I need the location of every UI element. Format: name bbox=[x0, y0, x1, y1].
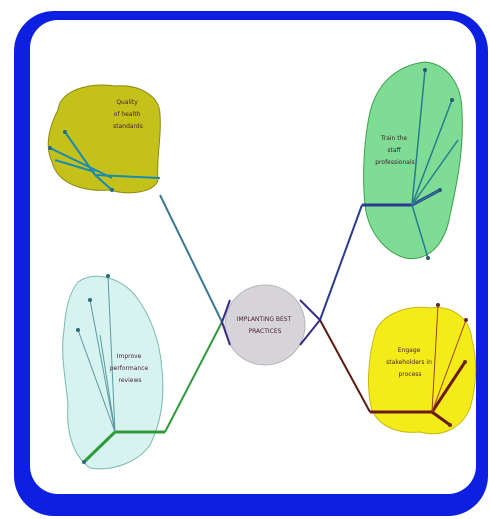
branch-bottom-right-label-3: process bbox=[398, 371, 421, 378]
branch-bottom-right-subtopics bbox=[370, 361, 467, 427]
branch-bottom-left-subtopics bbox=[82, 430, 165, 464]
central-topic-chevrons bbox=[220, 299, 322, 346]
branch-top-right-nodes bbox=[423, 68, 454, 260]
svg-text:Train the staff pr: Train the staff professionals bbox=[375, 135, 414, 166]
connector-bottom-right bbox=[319, 319, 371, 413]
branch-bottom-right-shape bbox=[368, 306, 477, 435]
branch-top-right-label-3: professionals bbox=[375, 159, 414, 166]
connector-top-right bbox=[319, 204, 363, 321]
svg-text:Improve performance: Improve performance reviews bbox=[110, 353, 150, 384]
central-topic-circle bbox=[224, 284, 306, 366]
branch-top-left-label-2: of health bbox=[114, 111, 141, 118]
branch-top-right[interactable]: Train the staff professionals bbox=[362, 61, 463, 260]
central-topic-line-1: IMPLANTING BEST bbox=[237, 316, 292, 323]
connector-bottom-left bbox=[164, 321, 223, 433]
branch-top-left-label-1: Quality bbox=[116, 99, 138, 106]
branch-top-right-label-2: staff bbox=[387, 147, 401, 154]
svg-text:Engage stakeholders in: Engage stakeholders in process bbox=[386, 347, 434, 378]
branch-bottom-right-spokes bbox=[431, 304, 467, 413]
branch-top-right-label-1: Train the bbox=[380, 135, 407, 142]
branch-top-left-nodes bbox=[48, 130, 114, 192]
central-topic-line-2: PRACTICES bbox=[249, 328, 282, 335]
branch-bottom-left-label-2: performance bbox=[110, 365, 149, 372]
branch-top-right-spokes bbox=[411, 69, 459, 259]
svg-text:Quality of health: Quality of health standards bbox=[113, 99, 143, 130]
branch-bottom-left-label-1: Improve bbox=[117, 353, 142, 360]
branch-top-left[interactable]: Quality of health standards bbox=[47, 84, 161, 194]
branch-bottom-left-spokes bbox=[77, 275, 116, 433]
branch-top-left-subtopics bbox=[49, 131, 161, 191]
branch-bottom-left-label-3: reviews bbox=[119, 377, 142, 384]
branch-bottom-left-nodes bbox=[76, 274, 110, 464]
branch-bottom-right[interactable]: Engage stakeholders in process bbox=[368, 303, 477, 435]
branch-bottom-right-label-1: Engage bbox=[398, 347, 421, 354]
branch-bottom-left[interactable]: Improve performance reviews bbox=[62, 274, 165, 470]
branch-bottom-right-label-2: stakeholders in bbox=[386, 359, 432, 366]
connector-top-left bbox=[159, 194, 223, 323]
svg-text:IMPLANTING BEST PRACTICE: IMPLANTING BEST PRACTICES bbox=[237, 316, 293, 335]
central-topic[interactable]: IMPLANTING BEST PRACTICES bbox=[220, 284, 322, 366]
branch-top-left-label-3: standards bbox=[113, 123, 143, 130]
branch-bottom-right-nodes bbox=[436, 303, 468, 427]
